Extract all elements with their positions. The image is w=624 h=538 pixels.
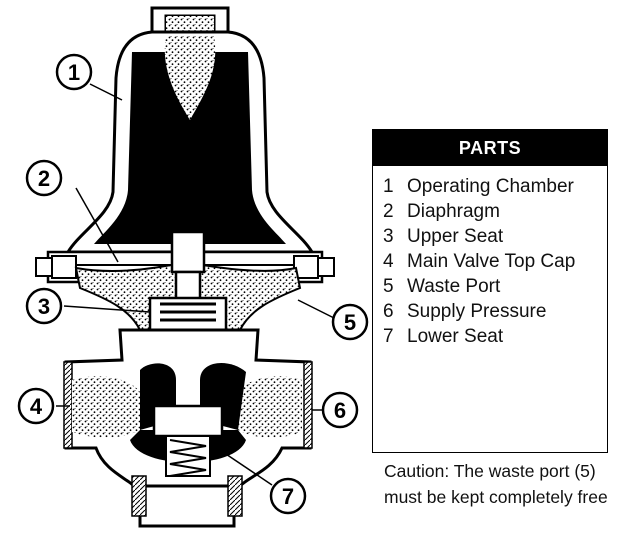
part-number: 6 [383,301,394,322]
list-item: 3 Upper Seat [383,224,607,249]
callout-3: 3 [25,287,63,325]
part-number: 5 [383,276,394,297]
parts-table: PARTS 1 Operating Chamber 2 Diaphragm 3 … [372,129,608,453]
list-item: 2 Diaphragm [383,199,607,224]
operating-chamber [65,30,315,254]
list-item: 5 Waste Port [383,274,607,299]
list-item: 1 Operating Chamber [383,174,607,199]
callout-2: 2 [25,159,63,197]
part-label: Diaphragm [407,201,500,222]
callout-7: 7 [269,477,307,515]
callout-2-label: 2 [38,166,50,191]
list-item: 6 Supply Pressure [383,299,607,324]
callout-3-label: 3 [38,294,50,319]
drain-fitting [131,475,243,528]
part-label: Main Valve Top Cap [407,251,576,272]
part-label: Waste Port [407,276,501,297]
part-number: 1 [383,176,394,197]
upper-seat [148,296,228,332]
callout-4-label: 4 [30,394,43,419]
part-number: 3 [383,226,394,247]
list-item: 4 Main Valve Top Cap [383,249,607,274]
part-number: 2 [383,201,394,222]
leader-lines [56,83,339,486]
caution-note: Caution: The waste port (5) must be kept… [384,461,608,507]
callout-1: 1 [55,53,93,91]
part-label: Lower Seat [407,326,504,347]
list-item: 7 Lower Seat [383,324,607,349]
callout-6: 6 [321,391,359,429]
lower-seat [152,404,224,477]
part-label: Operating Chamber [407,176,574,197]
callout-6-label: 6 [334,398,346,423]
callout-4: 4 [17,387,55,425]
part-number: 7 [383,326,394,347]
callout-5-label: 5 [344,310,356,335]
parts-list: 1 Operating Chamber 2 Diaphragm 3 Upper … [373,166,607,349]
callout-1-label: 1 [68,60,80,85]
part-label: Upper Seat [407,226,504,247]
parts-header: PARTS [373,130,607,166]
part-label: Supply Pressure [407,301,547,322]
callout-5: 5 [331,303,369,341]
part-number: 4 [383,251,394,272]
valve-cutaway-diagram: 1 2 3 4 5 6 7 [17,6,369,528]
callout-7-label: 7 [282,484,294,509]
